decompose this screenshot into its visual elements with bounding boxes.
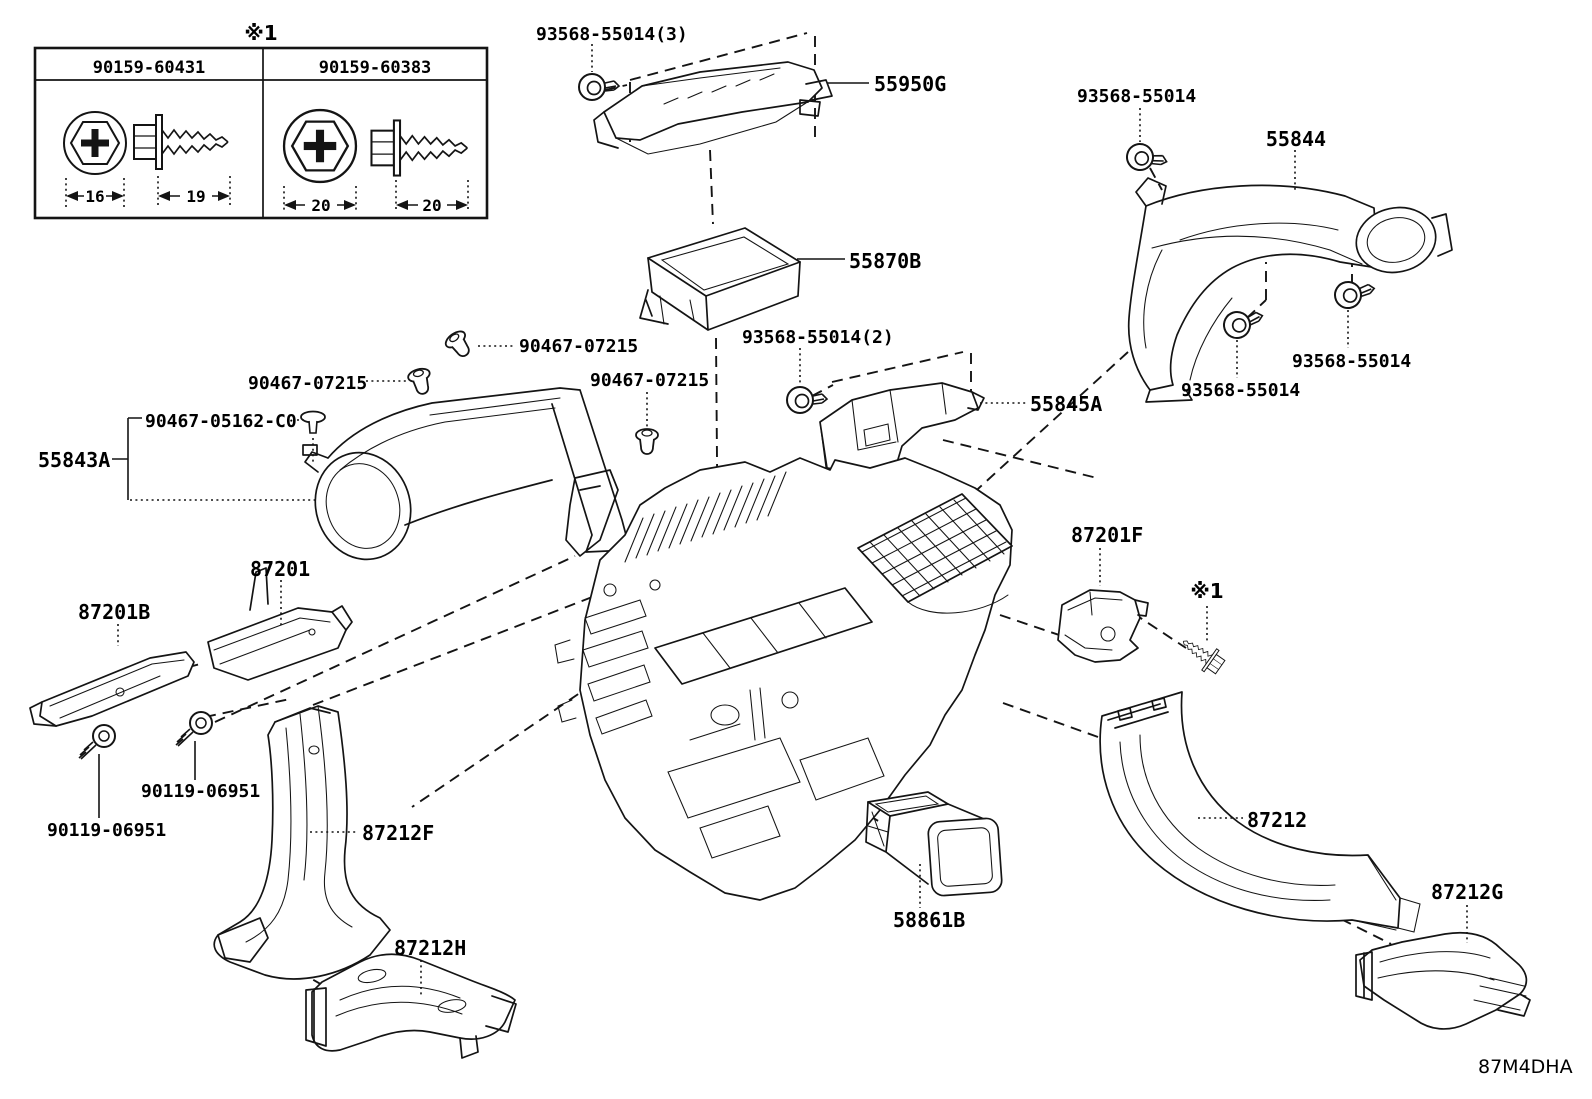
part-label-58861b: 58861B bbox=[893, 908, 965, 932]
dimension-value: 19 bbox=[186, 187, 205, 206]
part-label-87212: 87212 bbox=[1247, 808, 1307, 832]
heater-unit-drawing bbox=[554, 457, 1013, 901]
dimension-value: 20 bbox=[311, 196, 330, 215]
dimension-19: 19 bbox=[157, 176, 231, 208]
part-label-55843a: 55843A bbox=[38, 448, 110, 472]
part-87212h-drawing bbox=[305, 953, 517, 1059]
part-87201f-drawing bbox=[1057, 589, 1149, 663]
part-55950g-drawing bbox=[593, 61, 833, 155]
part-label-90467-05162: 90467-05162-C0 bbox=[145, 411, 297, 432]
part-label-87201: 87201 bbox=[250, 557, 310, 581]
fastener-part-number: 90159-60431 bbox=[93, 58, 206, 78]
part-label-55844: 55844 bbox=[1266, 127, 1326, 151]
screw-head-icon bbox=[63, 108, 358, 184]
leader-lines bbox=[98, 44, 1468, 996]
part-label-93568-55014-a: 93568-55014 bbox=[1292, 351, 1411, 372]
part-label-55950g: 55950G bbox=[874, 72, 946, 96]
part-label-93568-55014-2: 93568-55014(2) bbox=[742, 327, 894, 348]
screw-90119-icon bbox=[78, 711, 213, 760]
part-label-87201b: 87201B bbox=[78, 600, 150, 624]
dimension-value: 20 bbox=[422, 196, 441, 215]
part-label-93568-55014-top: 93568-55014 bbox=[1077, 86, 1196, 107]
part-label-90467-07215-b: 90467-07215 bbox=[590, 370, 709, 391]
part-label-93568-55014-3: 93568-55014(3) bbox=[536, 24, 688, 45]
part-87201b-drawing bbox=[29, 651, 195, 727]
fastener-table-note: ※1 bbox=[244, 21, 277, 45]
dimension-value: 16 bbox=[85, 187, 104, 206]
note-ref-1: ※1 bbox=[1190, 579, 1223, 603]
part-55870b-drawing bbox=[639, 227, 801, 331]
part-label-90467-07215-a: 90467-07215 bbox=[519, 336, 638, 357]
fastener-table: ※1 90159-60431 90159-60383 16 19 bbox=[33, 21, 489, 220]
fastener-part-number: 90159-60383 bbox=[319, 58, 432, 78]
callout-labels: 93568-55014(3) 55950G 55870B 93568-55014… bbox=[38, 24, 1573, 1078]
dimension-20-length: 20 bbox=[395, 180, 469, 215]
part-label-90119-06951-b: 90119-06951 bbox=[47, 820, 166, 841]
dimension-20-head: 20 bbox=[283, 186, 357, 215]
part-55844-drawing bbox=[1127, 177, 1453, 403]
dimension-16: 16 bbox=[65, 178, 125, 208]
part-label-55845a: 55845A bbox=[1030, 392, 1102, 416]
part-58861b-drawing bbox=[865, 791, 1003, 897]
part-label-87201f: 87201F bbox=[1071, 523, 1143, 547]
part-87212f-drawing bbox=[213, 705, 391, 980]
part-label-55870b: 55870B bbox=[849, 249, 921, 273]
part-87212-drawing bbox=[1099, 691, 1421, 933]
part-55843a-drawing bbox=[302, 387, 631, 561]
part-label-87212h: 87212H bbox=[394, 936, 466, 960]
part-label-87212f: 87212F bbox=[362, 821, 434, 845]
screw-note1-icon bbox=[1175, 630, 1229, 679]
part-87201-drawing bbox=[207, 567, 353, 681]
part-label-90119-06951-a: 90119-06951 bbox=[141, 781, 260, 802]
part-label-90467-07215-c: 90467-07215 bbox=[248, 373, 367, 394]
part-label-93568-55014-b: 93568-55014 bbox=[1181, 380, 1300, 401]
diagram-code: 87M4DHA bbox=[1478, 1056, 1573, 1078]
part-87212g-drawing bbox=[1355, 931, 1531, 1030]
part-label-87212g: 87212G bbox=[1431, 880, 1503, 904]
